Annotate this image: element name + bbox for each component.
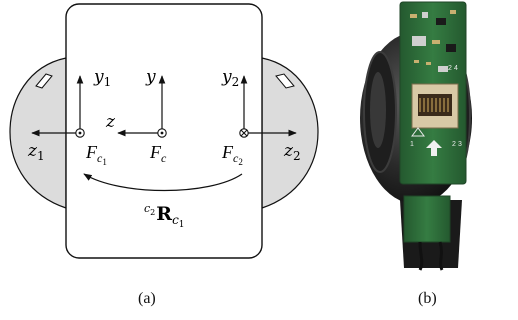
y2-label: y2 [221,67,239,89]
frame-c-label: Fc [149,142,167,165]
rotation-label: c2Rc1 [144,202,185,230]
y1-label: y1 [93,67,111,89]
caption-a: (a) [138,290,156,307]
frame-c1-label: Fc1 [85,142,107,167]
silkscreen-arrow-icon [426,140,442,156]
frame-c2-label: Fc2 [221,142,243,167]
frame-c1: y1 z1 Fc1 [27,67,111,167]
y-label: y [145,67,156,87]
figure-canvas: y1 z1 Fc1 y z Fc y2 z2 Fc2 c2Rc1 [9,1,472,271]
cable [438,241,444,271]
silk-mark: 1 [410,141,414,148]
lower-pcb [403,195,451,243]
left-lens-window-icon [35,73,53,89]
z1-label: z1 [27,141,45,163]
rotation-arrow [83,173,243,192]
silk-mark: 2 [452,141,456,148]
cable [418,241,424,271]
frame-c2: y2 z2 Fc2 [221,67,301,167]
z2-label: z2 [283,141,301,163]
silk-mark: 4 [454,65,458,72]
caption-b: (b) [418,290,437,307]
z-label: z [105,112,116,132]
panel-a-diagram: y1 z1 Fc1 y z Fc y2 z2 Fc2 c2Rc1 [9,3,319,259]
frame-c: y z Fc [105,67,167,165]
panel-b-photo: 2 4 1 2 3 [360,1,472,271]
silk-mark: 2 [448,65,452,72]
silkscreen-triangle-icon [411,127,425,137]
right-lens-window-icon [275,73,295,89]
silk-mark: 3 [458,141,462,148]
